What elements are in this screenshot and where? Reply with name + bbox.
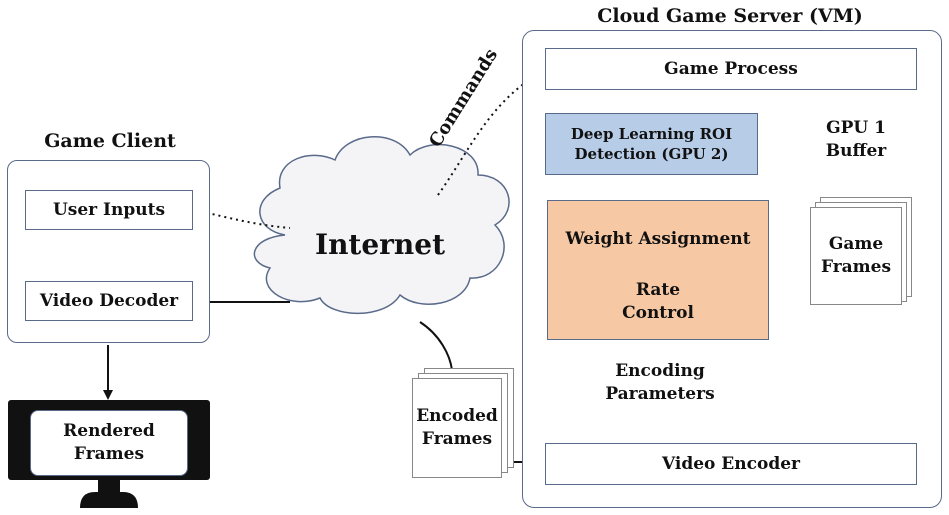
server-title: Cloud Game Server (VM) [597,5,863,27]
rate-control-container [547,200,769,340]
encoding-parameters-label: Encoding Parameters [605,361,715,404]
internet-label: Internet [314,228,446,261]
cloud-to-encoded-link [419,321,453,371]
gpu-buffer-label: GPU 1 Buffer [825,118,887,161]
rate-control-label: Rate Control [622,280,694,323]
video-decoder-box: Video Decoder [25,281,193,321]
user-inputs-box: User Inputs [25,190,193,230]
roi-detection-box: Deep Learning ROI Detection (GPU 2) [545,113,758,175]
game-client-title: Game Client [44,130,176,152]
monitor-neck [98,478,120,492]
encoded-frames-box: Encoded Frames [412,378,502,478]
game-frames-box: Game Frames [810,207,902,305]
user-input-link [194,209,291,229]
video-encoder-box: Video Encoder [545,443,917,485]
internet-cloud [253,135,510,315]
rendered-frames-box: Rendered Frames [30,410,188,476]
game-process-box: Game Process [545,48,917,90]
monitor-stand [80,492,138,508]
weight-assignment-label: Weight Assignment [565,229,751,249]
